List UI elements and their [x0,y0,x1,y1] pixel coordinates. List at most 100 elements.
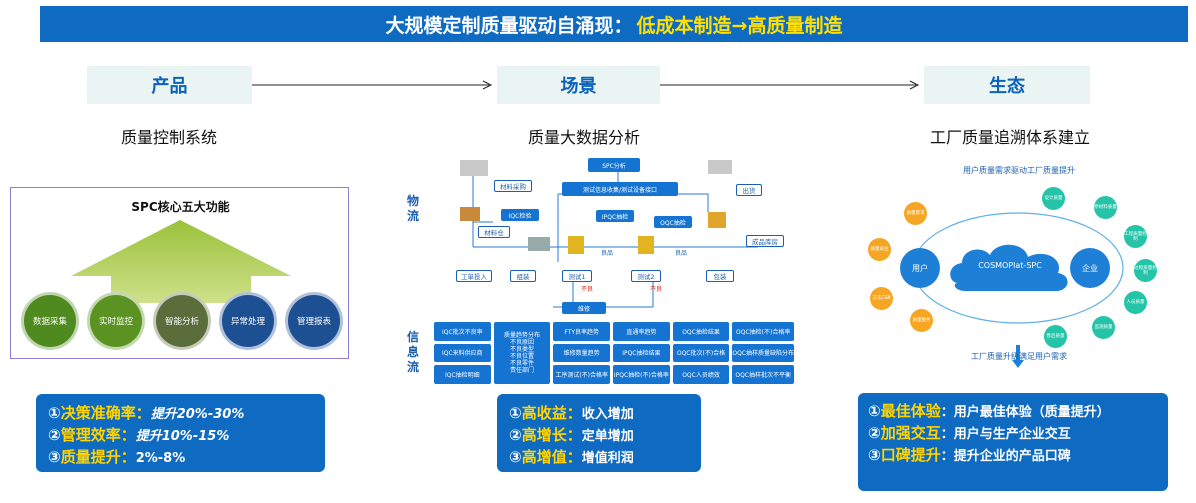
flow-good-2: 良品 [675,250,688,257]
side-label-logistics: 物 流 [406,194,420,224]
banner-highlight: 低成本制造→高质量制造 [636,14,843,37]
scene-result-1: ①高收益：收入增加 [509,403,689,425]
flow-test1: 测试1 [562,270,592,282]
arrow-head-1 [482,80,493,90]
subtitle-product: 质量控制系统 [120,128,217,147]
info-cell: OQC抽检(不)合格率 [732,322,794,341]
product-result-1: ①决策准确率：提升20%-30% [48,403,313,425]
eco-cloud-label: COSMOPlat-SPC [978,261,1042,270]
info-cell: IPQC抽检结果 [613,343,670,363]
item-val: ：用户最佳体验（质量提升） [940,405,1110,420]
side-label-info: 信 息 流 [406,330,420,375]
info-cell: IQC来料供应商 [434,343,491,363]
function-label-4: 异常处理 [230,317,265,327]
flow-iqc: IQC检验 [501,209,539,221]
flow-purchase: 材料采购 [494,180,532,192]
banner-prefix: 大规模定制质量驱动自涌现： [385,14,633,37]
header-arrows [252,80,920,90]
item-num: ③ [868,446,881,464]
info-cell: 质量趋势分布 不良原因 不良类型 不良位置 不良零件 责任部门 [493,322,551,384]
info-cell: 直通率趋势 [613,322,670,341]
eco-left-node-1: 质量需求 [904,202,927,225]
item-num: ① [868,402,881,420]
item-key: 高增值： [521,448,582,466]
flow-oqc: OQC抽检 [654,216,692,228]
down-arrow [1012,360,1024,368]
eco-left-node-2: 质量关注 [868,238,891,261]
eco-user-label: 用户 [912,264,928,273]
subtitle-eco: 工厂质量追溯体系建立 [929,128,1090,147]
side-char: 物 [406,194,419,208]
truck-icon [460,160,488,176]
eco-result-1: ①最佳体验：用户最佳体验（质量提升） [868,401,1158,423]
eco-shapes [900,212,1124,368]
function-circle-5: 管理报表 [285,292,343,350]
info-cell: OQC抽检结果 [672,322,730,341]
flow-lines [460,160,758,308]
eco-top-text: 用户质量需求驱动工厂质量提升 [963,166,1075,175]
up-arrow-shape [71,220,291,303]
item-key: 最佳体验 [880,402,941,420]
banner: 大规模定制质量驱动自涌现： 低成本制造→高质量制造 [40,6,1188,42]
product-result-2: ②管理效率：提升10%-15% [48,425,313,447]
item-val: ：用户与生产企业交互 [940,427,1071,442]
function-label-1: 数据采集 [32,317,67,327]
column-header-scene: 场景 [497,66,660,104]
item-key: 质量提升： [60,448,136,466]
eco-right-node-6: 监测质量 [1092,316,1115,339]
eco-left-node-3: 方法口碑 [870,287,893,310]
flow-bad: 不良 [581,286,594,293]
eco-right-node-2: 原材料质量 [1094,196,1117,219]
ship-truck-icon [708,160,732,174]
info-cell: OQC批次(不)合格 [672,343,730,363]
machine-icon [528,237,550,251]
item-num: ② [868,424,881,442]
item-num: ① [509,404,522,422]
spc-functions: 数据采集 实时监控 智能分析 异常处理 管理报表 [17,292,347,358]
flow-repair: 维修 [562,302,606,314]
item-val: 收入增加 [581,407,634,422]
item-key: 高增长： [521,426,582,444]
side-char: 流 [406,360,419,374]
eco-right-node-1: 设计质量 [1042,187,1065,210]
eco-diagram: 用户质量需求驱动工厂质量提升 COSMOPlat-SPC 用户 企业 质量需求 … [858,165,1180,380]
item-val: 提升20%-30% [150,407,245,422]
info-cell: 工序测试(不)合格率 [553,365,611,384]
function-circle-3: 智能分析 [153,292,211,350]
subtitle-scene: 质量大数据分析 [527,128,640,147]
item-num: ③ [509,448,522,466]
eco-results-box: ①最佳体验：用户最佳体验（质量提升） ②加强交互：用户与生产企业交互 ③口碑提升… [858,393,1168,491]
function-circle-2: 实时监控 [87,292,145,350]
goods-icon [708,212,726,228]
product-results-box: ①决策准确率：提升20%-30% ②管理效率：提升10%-15% ③质量提升：2… [36,394,325,472]
column-header-eco: 生态 [924,66,1090,104]
side-char: 息 [406,345,419,359]
user-circle [900,248,940,288]
info-cell: FTY良率趋势 [553,322,611,341]
info-cell: IPQC抽检(不)合格率 [613,365,670,384]
flow-pack: 包装 [706,270,734,282]
eco-right-node-3: 工程质量控制 [1124,225,1147,248]
flow-collect-box: 测试信息收集/测试设备接口 [562,182,678,196]
enterprise-circle [1070,248,1110,288]
side-char: 信 [406,330,419,344]
down-arrow-stem [1016,345,1020,360]
item-key: 决策准确率： [60,404,151,422]
eco-result-3: ③口碑提升：提升企业的产品口碑 [868,445,1158,467]
spc-up-arrow [71,220,291,303]
flow-warehouse: 材料仓 [478,226,510,238]
info-cell: IQC批次不良率 [434,322,491,341]
boxes-icon [460,207,480,221]
function-circle-1: 数据采集 [21,292,79,350]
tester1-icon [568,236,584,254]
flow-test2: 测试2 [631,270,661,282]
tester2-icon [638,236,654,254]
item-val: 提升10%-15% [135,429,230,444]
info-cell: OQC抽样质量缺陷分布 [732,343,794,363]
info-cell: OQC人员绩效 [672,365,730,384]
item-num: ② [509,426,522,444]
scene-results-box: ①高收益：收入增加 ②高增长：定单增加 ③高增值：增值利润 [497,394,701,472]
column-title-scene: 场景 [560,76,597,97]
eco-enterprise-label: 企业 [1082,264,1098,273]
